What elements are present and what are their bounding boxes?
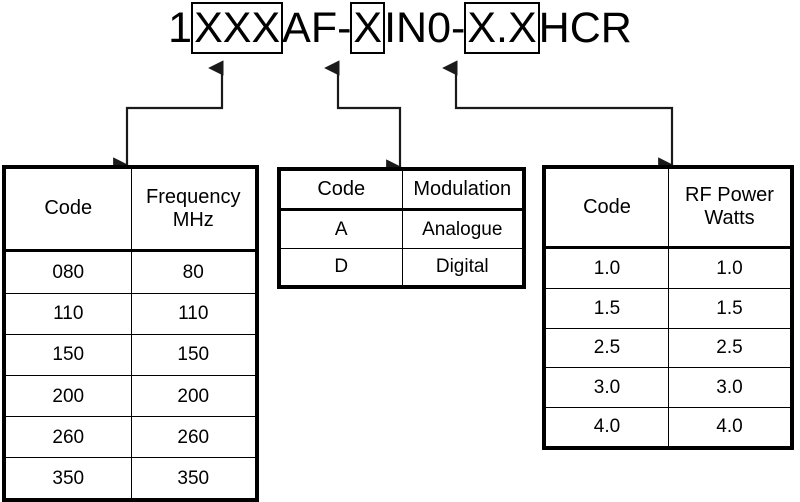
column-header-frequency: Frequency MHz	[130, 169, 255, 252]
cell-value: 200	[130, 374, 255, 418]
cell-value: 350	[130, 457, 255, 498]
part-number-segment-frequency-code: XXX	[191, 2, 284, 54]
table-row: 1.0 1.0	[546, 246, 790, 290]
cell-code: 3.0	[546, 367, 669, 408]
cell-code: 150	[6, 333, 132, 376]
column-header-rf-power-line2: Watts	[704, 207, 755, 230]
leader-line-rfpower	[442, 60, 674, 173]
column-header-frequency-line1: Frequency	[146, 185, 241, 208]
cell-code: 2.5	[546, 327, 669, 369]
table-row: 350 350	[6, 457, 255, 498]
table-row: 110 110	[6, 292, 255, 335]
part-number-segment-in0: IN0-	[384, 4, 466, 52]
column-header-frequency-line2: MHz	[172, 208, 214, 231]
column-header-code: Code	[281, 171, 403, 211]
cell-code: 4.0	[546, 406, 669, 446]
cell-code: 1.0	[546, 246, 669, 290]
cell-code: A	[281, 208, 403, 249]
table-row: 4.0 4.0	[546, 406, 790, 446]
cell-value: 80	[130, 249, 255, 294]
cell-value: Digital	[401, 247, 522, 285]
table-header-row: Code RF Power Watts	[546, 169, 790, 249]
modulation-table: Code Modulation A Analogue D Digital	[277, 167, 526, 289]
part-number-title: 1XXX AF-XIN0-X.X HCR	[0, 2, 800, 58]
table-row: A Analogue	[281, 208, 522, 249]
rf-power-table: Code RF Power Watts 1.0 1.0 1.5 1.5 2.5	[542, 165, 794, 450]
cell-value: 1.5	[668, 288, 790, 329]
column-header-code: Code	[546, 169, 669, 249]
cell-value: 1.0	[668, 246, 790, 290]
cell-code: 350	[6, 457, 132, 498]
table-header-row: Code Modulation	[281, 171, 522, 211]
cell-code: 110	[6, 292, 132, 335]
column-header-code: Code	[6, 169, 132, 252]
cell-code: 080	[6, 249, 132, 294]
frequency-table: Code Frequency MHz 080 80 110 110 150 15	[2, 165, 259, 502]
cell-value: 3.0	[668, 367, 790, 408]
table-header-row: Code Frequency MHz	[6, 169, 255, 252]
cell-value: 260	[130, 416, 255, 459]
cell-value: 2.5	[668, 327, 790, 369]
table-row: 3.0 3.0	[546, 367, 790, 408]
table-row: 1.5 1.5	[546, 288, 790, 329]
table-row: 2.5 2.5	[546, 327, 790, 369]
cell-code: 1.5	[546, 288, 669, 329]
table-row: 200 200	[6, 374, 255, 418]
cell-value: 4.0	[668, 406, 790, 446]
column-header-rf-power: RF Power Watts	[668, 169, 790, 249]
part-number-segment-prefix: 1	[168, 4, 193, 52]
column-header-rf-power-line1: RF Power	[685, 184, 774, 207]
cell-code: D	[281, 247, 403, 285]
table-row: D Digital	[281, 247, 522, 285]
part-number-segment-af: AF-	[282, 4, 352, 52]
table-row: 150 150	[6, 333, 255, 376]
table-row: 080 80	[6, 249, 255, 294]
cell-code: 260	[6, 416, 132, 459]
part-number-segment-rfpower-code: X.X	[464, 2, 540, 54]
cell-code: 200	[6, 374, 132, 418]
table-row: 260 260	[6, 416, 255, 459]
leader-line-modulation	[324, 60, 402, 175]
cell-value: 150	[130, 333, 255, 376]
column-header-modulation: Modulation	[401, 171, 522, 211]
cell-value: 110	[130, 292, 255, 335]
leader-line-frequency	[113, 60, 224, 173]
cell-value: Analogue	[401, 208, 522, 249]
part-number-segment-modulation-code: X	[350, 2, 386, 54]
part-number-segment-hcr: HCR	[538, 4, 632, 52]
